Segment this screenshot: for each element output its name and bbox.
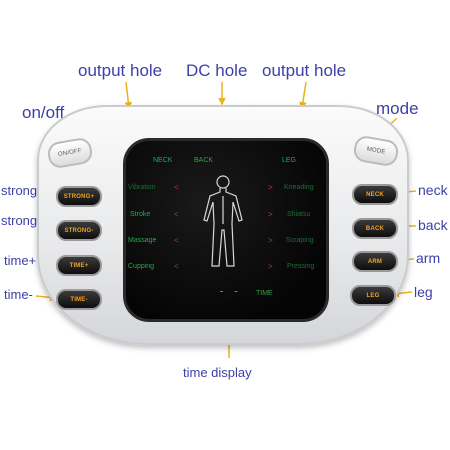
neck-button[interactable]: NECK [352, 184, 398, 205]
arrow-output-hole-left [124, 81, 133, 110]
screen-time-digits: - - [218, 284, 240, 298]
screen-header-back: BACK [194, 157, 214, 164]
screen-arrow-right-2: > [268, 210, 273, 219]
leg-button[interactable]: LEG [350, 285, 396, 306]
label-output-hole-right: output hole [262, 61, 347, 80]
screen-header-leg: LEG [282, 157, 297, 164]
screen-arrow-right-1: > [268, 183, 273, 192]
screen-mode-left-2: Stroke [130, 211, 151, 218]
lcd-screen [123, 138, 329, 322]
strong-minus-button[interactable]: STRONG- [56, 220, 102, 241]
label-time-minus: time- [4, 287, 33, 302]
label-strong-minus: strong- [1, 213, 42, 228]
label-strong-plus: strong+ [1, 183, 45, 198]
screen-arrow-right-3: > [268, 236, 273, 245]
screen-header-neck: NECK [153, 157, 173, 164]
label-on-off: on/off [22, 103, 65, 122]
screen-mode-left-1: Vibration [128, 184, 156, 191]
screen-arrow-right-4: > [268, 262, 273, 271]
time-minus-button[interactable]: TIME- [56, 289, 102, 310]
screen-mode-left-4: Cupping [128, 263, 155, 270]
screen-arrow-left-2: < [174, 210, 179, 219]
back-button[interactable]: BACK [352, 218, 398, 239]
label-back: back [418, 217, 448, 233]
label-dc-hole: DC hole [186, 61, 248, 80]
strong-plus-button[interactable]: STRONG+ [56, 186, 102, 207]
label-time-plus: time+ [4, 253, 37, 268]
screen-arrow-left-3: < [174, 236, 179, 245]
arrow-output-hole-right [299, 81, 307, 110]
time-plus-button[interactable]: TIME+ [56, 255, 102, 276]
screen-time-label: TIME [256, 290, 273, 297]
screen-mode-right-3: Scraping [286, 237, 314, 244]
label-mode: mode [376, 99, 419, 118]
arm-button[interactable]: ARM [352, 251, 398, 272]
screen-arrow-left-1: < [174, 183, 179, 192]
label-time-display: time display [183, 365, 252, 380]
screen-arrow-left-4: < [174, 262, 179, 271]
screen-mode-right-1: Kneading [284, 184, 314, 191]
label-arm: arm [416, 250, 441, 266]
screen-mode-right-2: Shiatsu [287, 211, 311, 218]
label-output-hole-left: output hole [78, 61, 163, 80]
screen-mode-right-4: Pressing [287, 263, 315, 270]
screen-mode-left-3: Massage [128, 237, 157, 244]
label-neck: neck [418, 182, 448, 198]
label-leg: leg [414, 284, 433, 300]
body-figure-icon [203, 175, 243, 267]
